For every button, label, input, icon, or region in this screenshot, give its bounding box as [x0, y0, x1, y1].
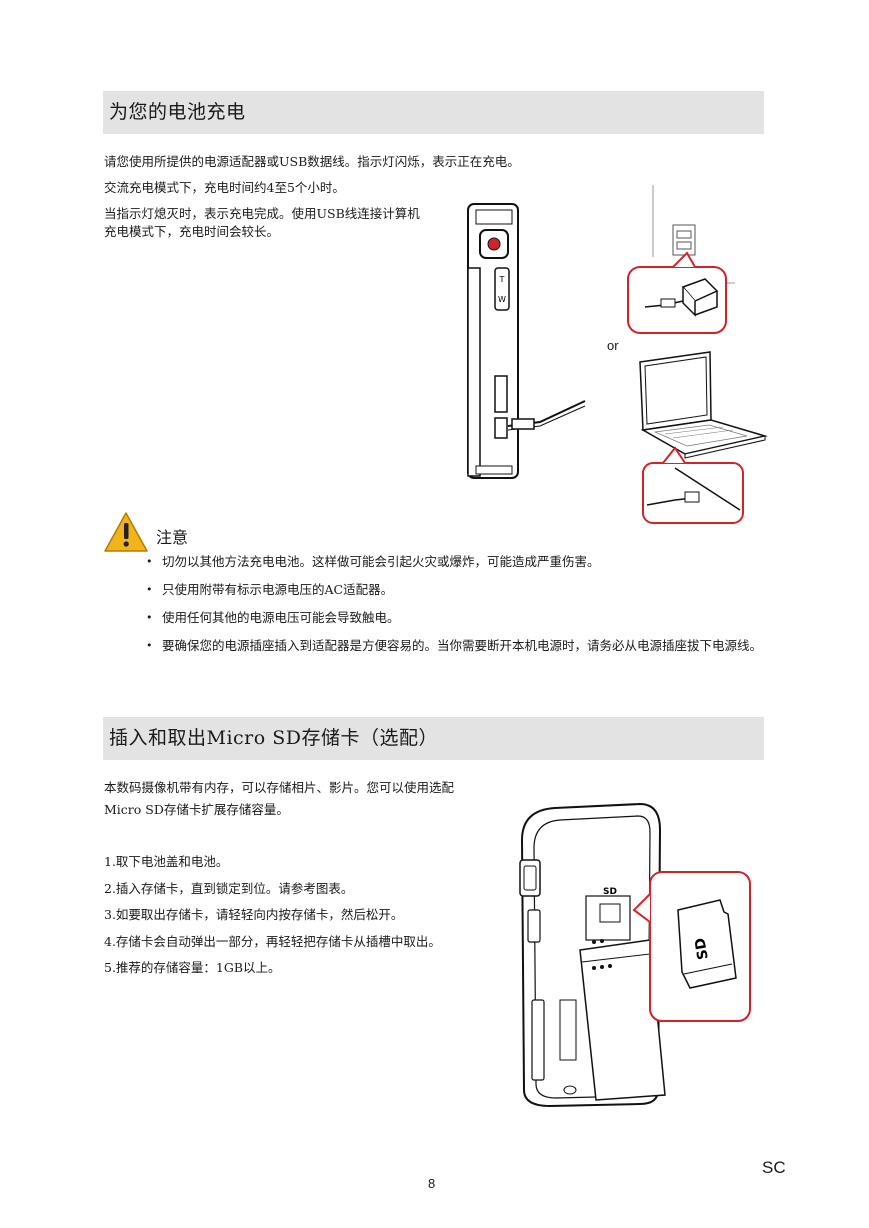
charging-paragraph-2: 交流充电模式下，充电时间约4至5个小时。	[104, 180, 345, 195]
svg-text:SD: SD	[603, 887, 617, 897]
caution-item: 只使用附带有标示电源电压的AC适配器。	[146, 578, 776, 602]
step-item: 2.插入存储卡，直到锁定到位。请参考图表。	[104, 880, 354, 896]
caution-item: 要确保您的电源插座插入到适配器是方便容易的。当你需要断开本机电源时，请务必从电源…	[146, 634, 774, 658]
svg-text:SD: SD	[692, 937, 712, 961]
caution-list: 切勿以其他方法充电电池。这样做可能会引起火灾或爆炸，可能造成严重伤害。 只使用附…	[146, 550, 776, 658]
warning-icon	[104, 512, 148, 552]
page-number: 8	[428, 1176, 436, 1191]
svg-text:T: T	[499, 275, 505, 284]
microsd-intro-1: 本数码摄像机带有内存，可以存储相片、影片。您可以使用选配	[104, 780, 455, 795]
charging-paragraph-4: 充电模式下，充电时间会较长。	[104, 224, 280, 239]
charging-paragraph-1: 请您使用所提供的电源适配器或USB数据线。指示灯闪烁，表示正在充电。	[104, 154, 520, 169]
section-title-charging: 为您的电池充电	[109, 101, 246, 123]
microsd-steps: 1.取下电池盖和电池。 2.插入存储卡，直到锁定到位。请参考图表。 3.如要取出…	[104, 849, 441, 982]
sd-card-illustration: SD	[632, 871, 751, 1022]
step-item: 1.取下电池盖和电池。	[104, 854, 229, 869]
section-title-microsd: 插入和取出Micro SD存储卡（选配）	[109, 727, 438, 749]
microsd-intro-2: Micro SD存储卡扩展存储容量。	[104, 802, 289, 817]
laptop-illustration	[639, 351, 768, 524]
camcorder-side-illustration: T W	[467, 203, 586, 479]
language-code: SC	[762, 1158, 786, 1177]
caution-item: 使用任何其他的电源电压可能会导致触电。	[146, 606, 776, 630]
caution-title: 注意	[156, 528, 189, 547]
step-item: 5.推荐的存储容量：1GB以上。	[104, 960, 281, 975]
camcorder-back-illustration: SD	[519, 802, 666, 1108]
step-item: 3.如要取出存储卡，请轻轻向内按存储卡，然后松开。	[104, 907, 404, 922]
svg-text:W: W	[498, 295, 506, 304]
charging-paragraph-3: 当指示灯熄灭时，表示充电完成。使用USB线连接计算机	[104, 206, 420, 221]
section-header-charging: 为您的电池充电	[103, 91, 764, 134]
step-item: 4.存储卡会自动弹出一部分，再轻轻把存储卡从插槽中取出。	[104, 933, 441, 949]
power-adapter-illustration	[627, 185, 735, 334]
section-header-microsd: 插入和取出Micro SD存储卡（选配）	[103, 717, 764, 760]
or-label: or	[607, 338, 619, 353]
caution-item: 切勿以其他方法充电电池。这样做可能会引起火灾或爆炸，可能造成严重伤害。	[146, 550, 776, 574]
